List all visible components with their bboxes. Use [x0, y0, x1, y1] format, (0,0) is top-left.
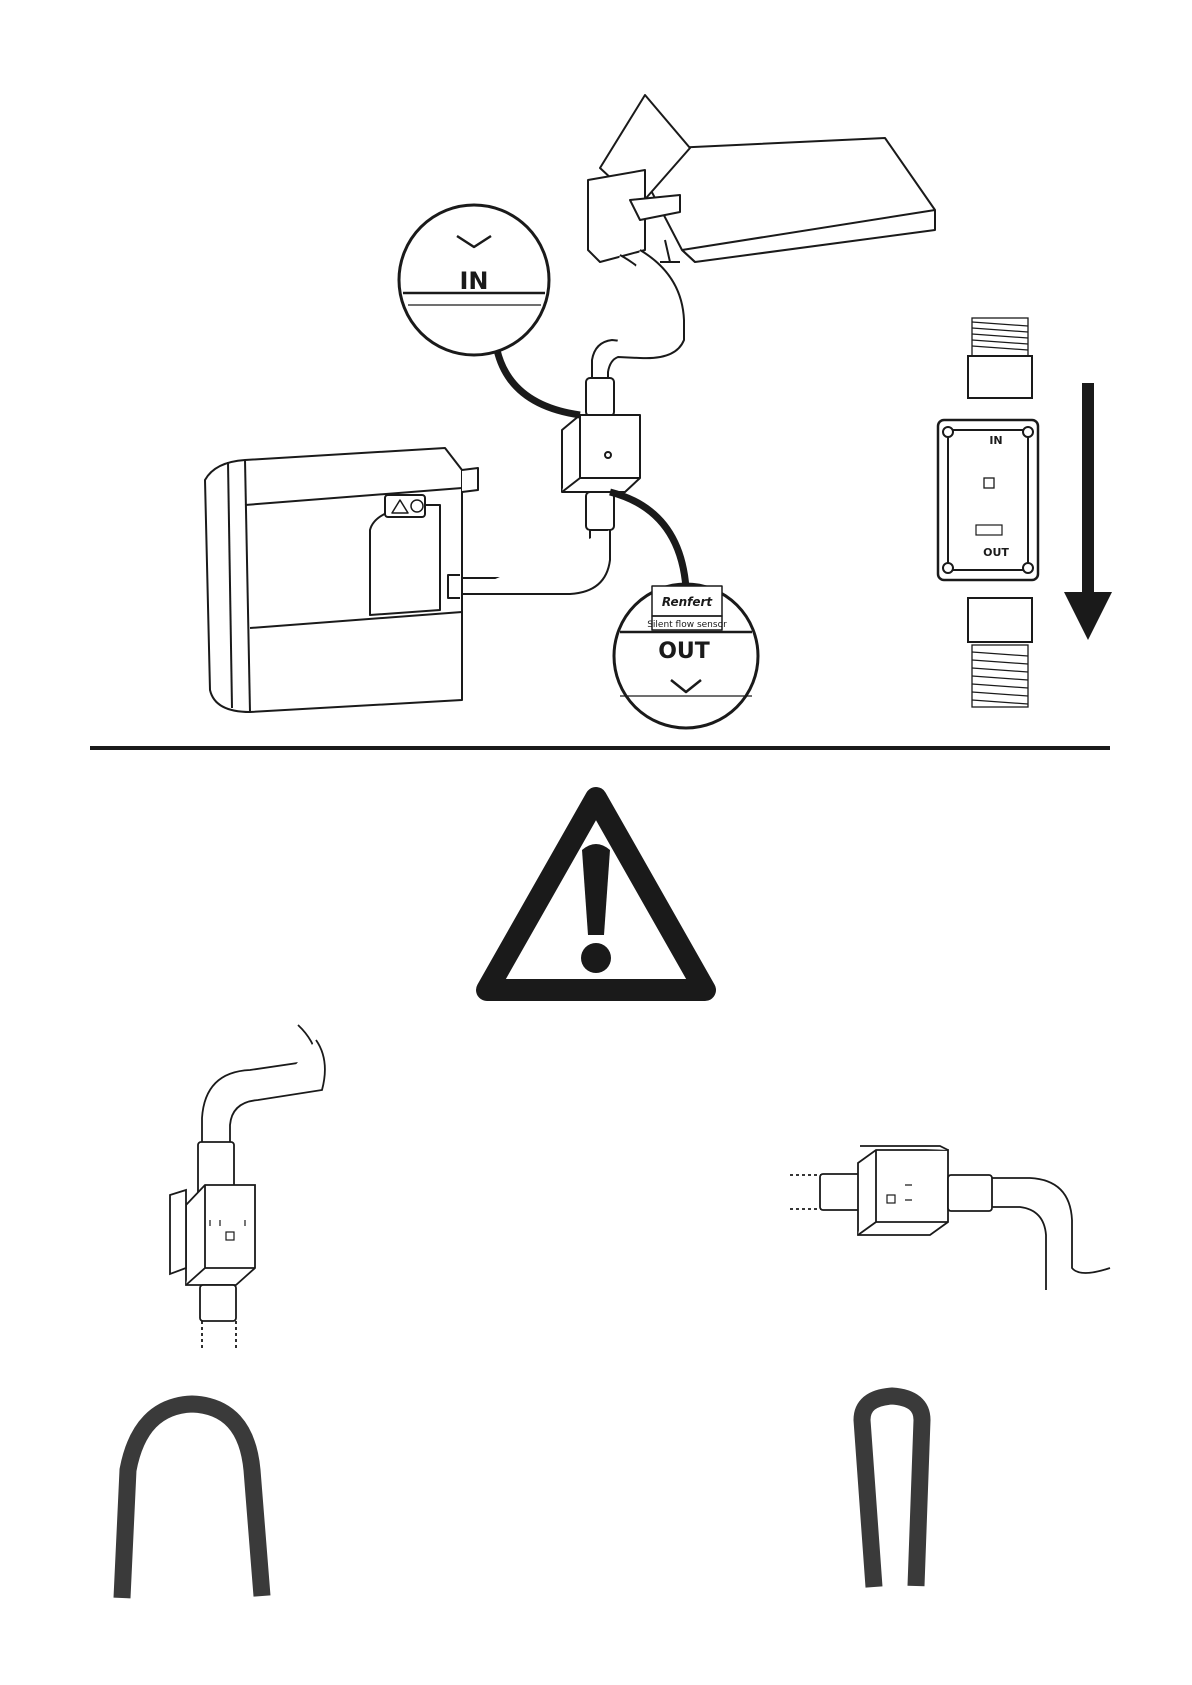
vertical-installation-example	[170, 1025, 325, 1348]
outlet-label-front: OUT	[983, 546, 1009, 559]
callout-leader-in	[497, 350, 580, 415]
sensor-front-view	[938, 318, 1038, 707]
hose-upper	[592, 250, 684, 380]
corrugated-hose-bottom	[972, 645, 1028, 707]
hose-bend-too-tight	[862, 1396, 922, 1587]
corrugated-hose-top	[972, 318, 1028, 358]
callout-leader-out	[610, 492, 686, 588]
inlet-label-front: IN	[989, 434, 1002, 447]
horizontal-installation-example	[790, 1146, 1110, 1290]
sensor-coupling-top	[586, 378, 614, 416]
flow-direction-arrow-icon	[1064, 383, 1112, 640]
hose-bend-correct	[122, 1404, 262, 1598]
warning-triangle-icon	[487, 798, 705, 990]
system-overview: IN Renfert Silent flow sensor OUT	[205, 95, 935, 728]
outlet-label-magnified: OUT	[658, 639, 710, 664]
brand-label: Renfert	[662, 595, 714, 609]
silent-flow-sensor-overview	[562, 415, 640, 492]
sensor-coupling-bottom	[586, 492, 614, 530]
sensor-name-label: Silent flow sensor	[647, 620, 727, 630]
suction-unit	[205, 448, 478, 712]
hose-lower	[460, 530, 610, 594]
inlet-label-magnified: IN	[459, 267, 488, 295]
